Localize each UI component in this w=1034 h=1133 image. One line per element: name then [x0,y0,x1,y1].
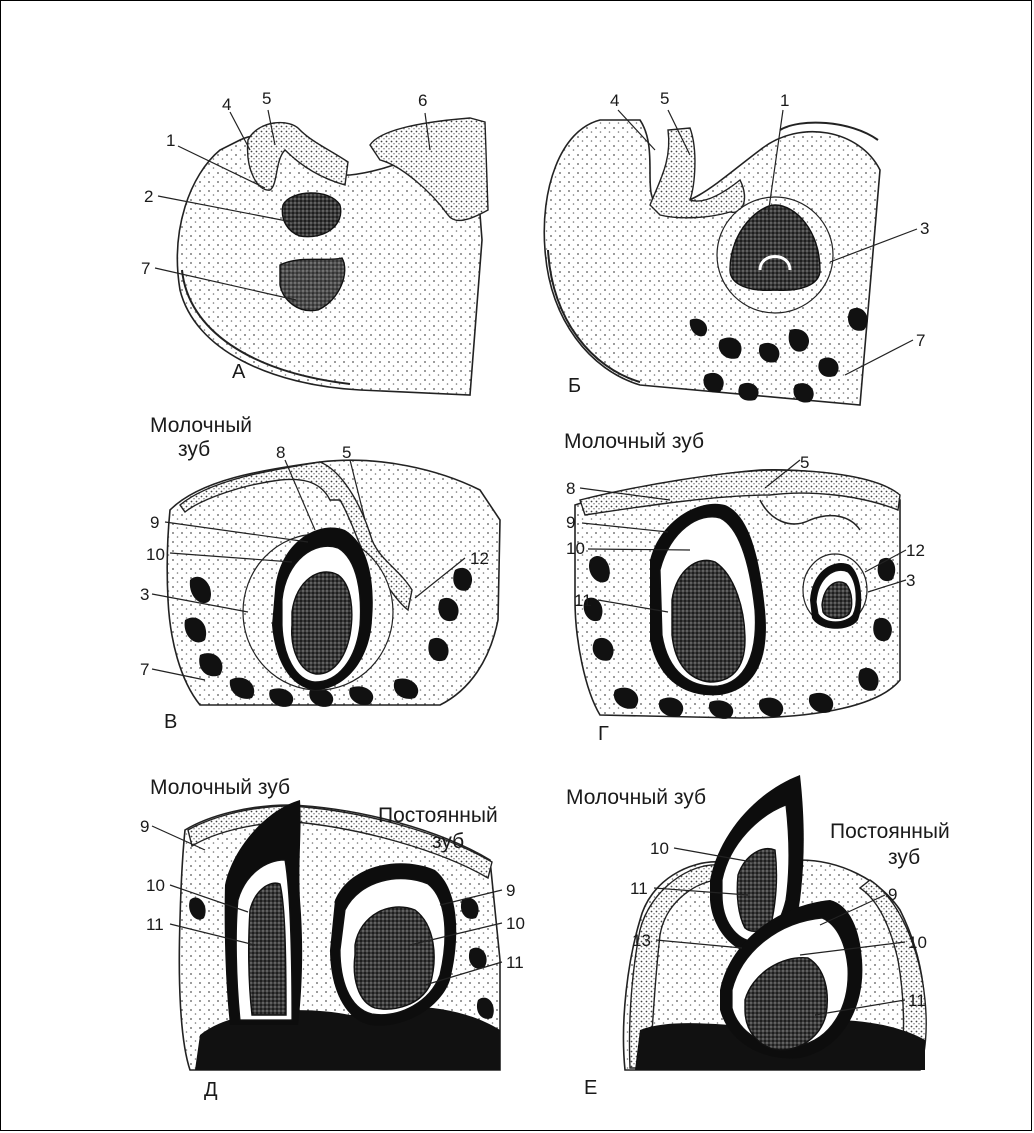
label-e-9: 9 [888,885,897,904]
label-d-9b: 9 [506,881,515,900]
caption-v-line2: зуб [178,438,210,461]
caption-d-permanent-line1: Постоянный [378,804,498,827]
label-g-11: 11 [574,591,592,610]
label-v-12: 12 [470,549,489,568]
caption-e-permanent-line1: Постоянный [830,820,950,843]
label-g-12: 12 [906,541,925,560]
label-d-10: 10 [146,876,165,895]
label-a-6: 6 [418,91,427,110]
label-g-8: 8 [566,479,575,498]
label-g-9: 9 [566,513,575,532]
label-e-11: 11 [630,879,648,898]
label-e-13: 13 [632,931,651,950]
label-a-5: 5 [262,89,271,108]
label-d-10b: 10 [506,914,525,933]
panel-letter-v: В [164,711,177,733]
panel-letter-d: Д [204,1079,218,1101]
label-b-1: 1 [780,91,789,110]
caption-e-permanent-line2: зуб [888,846,920,869]
label-a-1: 1 [166,131,175,150]
panel-v [167,460,500,707]
caption-d: Молочный зуб [150,776,290,799]
caption-v-line1: Молочный [150,414,252,437]
label-v-9: 9 [150,513,159,532]
panel-b [544,120,880,405]
label-v-3: 3 [140,585,149,604]
label-e-10: 10 [650,839,669,858]
label-e-11b: 11 [908,991,926,1010]
label-e-10b: 10 [908,933,927,952]
label-b-5: 5 [660,89,669,108]
label-a-4: 4 [222,95,231,114]
label-a-2: 2 [144,187,153,206]
panel-g [575,470,900,719]
label-d-9: 9 [140,817,149,836]
label-v-8: 8 [276,443,285,462]
label-g-3: 3 [906,571,915,590]
panel-a [177,118,488,395]
label-d-11: 11 [146,915,164,934]
label-a-7: 7 [141,259,150,278]
label-v-5: 5 [342,443,351,462]
panel-letter-g: Г [598,723,609,745]
label-v-7: 7 [140,660,149,679]
label-d-11b: 11 [506,953,524,972]
label-b-3: 3 [920,219,929,238]
caption-d-permanent-line2: зуб [432,830,464,853]
caption-g: Молочный зуб [564,430,704,453]
panel-letter-e: Е [584,1077,597,1099]
label-g-5: 5 [800,453,809,472]
panel-letter-a: А [232,361,246,383]
label-b-7: 7 [916,331,925,350]
panel-letter-b: Б [568,375,581,397]
caption-e: Молочный зуб [566,786,706,809]
label-v-10: 10 [146,545,165,564]
label-b-4: 4 [610,91,619,110]
label-g-10: 10 [566,539,585,558]
